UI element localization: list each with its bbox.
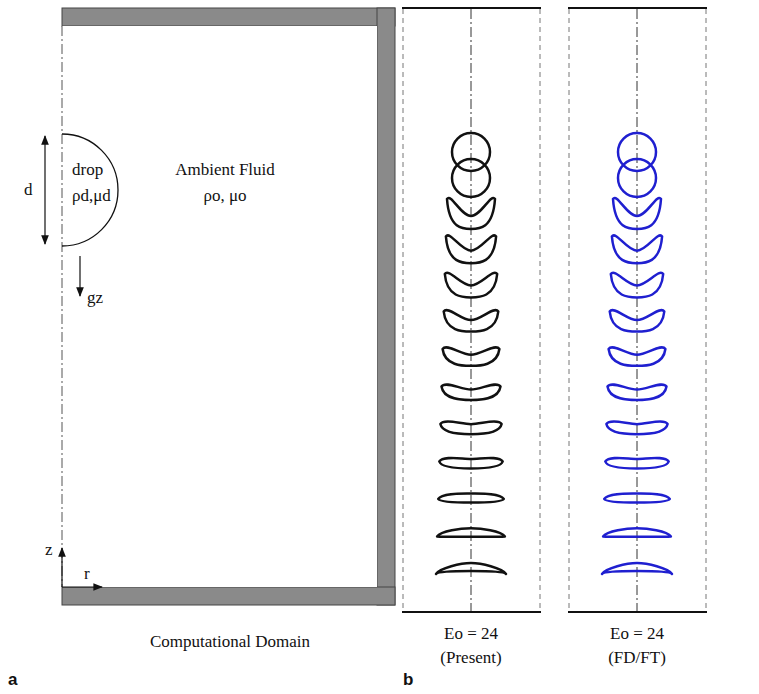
domain-walls bbox=[62, 8, 395, 605]
panel-fdft-frame bbox=[568, 8, 707, 612]
fluid-label: Ambient Fluid bbox=[175, 160, 275, 180]
case-label: Eo = 24 bbox=[444, 624, 498, 644]
r-axis-arrow bbox=[62, 586, 102, 587]
drop-outline bbox=[62, 134, 118, 246]
case-label: Eo = 24 bbox=[610, 624, 664, 644]
z-axis-arrow bbox=[61, 548, 62, 587]
case-label: (FD/FT) bbox=[608, 648, 666, 668]
fluid-properties: ρo, μo bbox=[203, 186, 246, 206]
diameter-arrow bbox=[44, 136, 45, 244]
panel-caption: Computational Domain bbox=[150, 632, 310, 652]
drop-shapes-fdft bbox=[602, 133, 672, 574]
drop-shapes-present bbox=[436, 133, 506, 574]
panel-letter: b bbox=[403, 670, 413, 690]
gravity-arrow bbox=[79, 256, 80, 296]
gravity-label: gz bbox=[87, 288, 103, 308]
panel-letter: a bbox=[8, 670, 17, 690]
axis-label: z bbox=[45, 540, 53, 560]
symmetry-axis bbox=[62, 26, 63, 587]
axis-label: r bbox=[84, 564, 90, 584]
drop-label: drop bbox=[72, 160, 103, 180]
dimension-label: d bbox=[24, 180, 33, 200]
case-label: (Present) bbox=[440, 648, 501, 668]
drop-properties: ρd,μd bbox=[72, 186, 111, 206]
panel-present-frame bbox=[402, 8, 541, 612]
